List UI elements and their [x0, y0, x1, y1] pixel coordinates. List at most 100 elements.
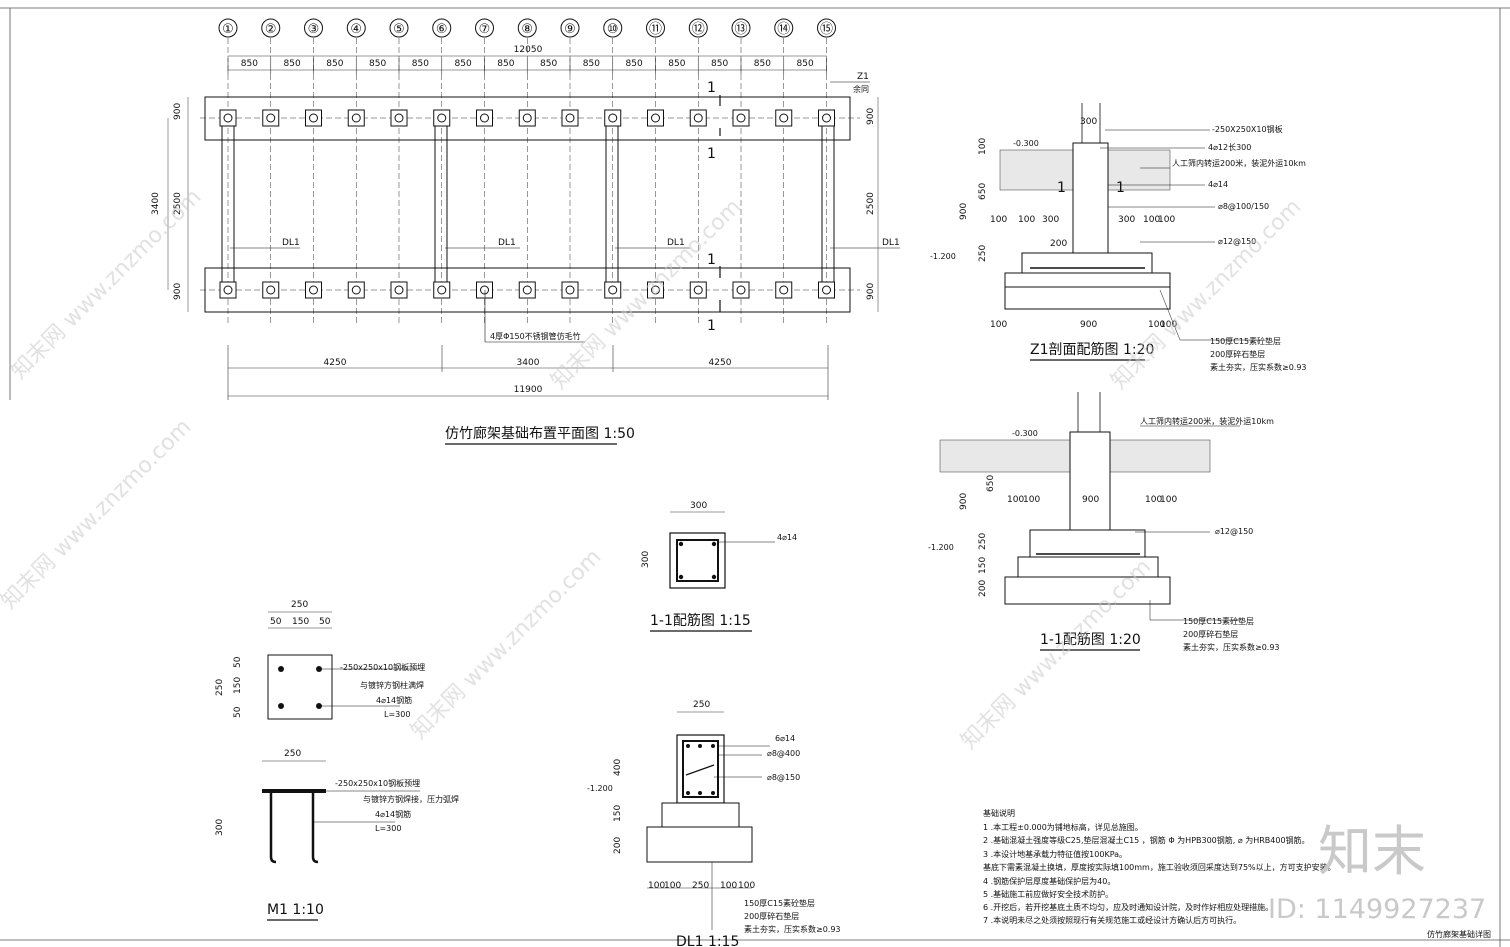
bay-dim-12: 850 — [711, 59, 728, 69]
axis-bubble-7: ⑦ — [475, 18, 494, 38]
m1-elev-note-1: -250x250x10钢板预埋 — [335, 778, 420, 788]
z1-stirrup-note: ⌀8@100/150 — [1218, 202, 1269, 211]
column-15-south — [818, 281, 835, 299]
z1-pad-dim: 200 — [1050, 239, 1067, 249]
column-7-south — [476, 281, 493, 299]
bottom-dim-1: 4250 — [324, 358, 347, 368]
axis-bubble-14: ⑭ — [774, 18, 794, 38]
dl1-base — [646, 826, 753, 863]
column-4-south — [347, 281, 365, 299]
svg-text:⑫: ⑫ — [692, 22, 705, 37]
column-2-south — [262, 281, 280, 299]
s11s-title: 1-1配筋图 1:15 — [650, 612, 751, 629]
dl1-stirrup-1: ⌀8@400 — [767, 749, 800, 758]
column-7-north — [476, 109, 493, 127]
right-dim-1: 900 — [866, 108, 876, 125]
column-14-south — [775, 281, 793, 299]
s11-soil-note: 人工筛内转运200米，装泥外运10km — [1140, 416, 1274, 426]
section-1-1-large: -0.300 人工筛内转运200米，装泥外运10km 650 900 250 1… — [928, 392, 1280, 652]
m1-elev-note-4: L=300 — [375, 824, 401, 833]
watermark-5: 知末网 www.znzmo.com — [407, 544, 607, 744]
s11-left-dim-5: 200 — [978, 580, 988, 597]
bay-dim-2: 850 — [284, 59, 301, 69]
m1-plan-col-3: 50 — [233, 706, 243, 718]
dl1-detail: 250 6⌀14 ⌀8@400 ⌀8@150 -1.200 400 150 20… — [587, 700, 841, 947]
column-14-north — [775, 109, 793, 127]
bottom-dim-2: 3400 — [517, 358, 540, 368]
z1-bottom-dim-3: 100 — [1148, 320, 1165, 330]
s11-left-dim-4: 150 — [978, 557, 988, 574]
z1-row-dim-3: 300 — [1042, 215, 1059, 225]
s11s-width: 300 — [690, 501, 707, 511]
z1-section-mark-r: 1 — [1116, 180, 1125, 196]
north-strip — [204, 96, 851, 141]
svg-text:⑥: ⑥ — [436, 22, 448, 37]
z1-plate-note: -250X250X10钢板 — [1212, 124, 1283, 134]
s11-left-dim-1: 650 — [986, 475, 996, 492]
axis-bubble-9: ⑨ — [560, 18, 580, 38]
dl1-layer-2: 200厚碎石垫层 — [744, 911, 799, 921]
dl1-label-2: DL1 — [498, 238, 516, 248]
z1-layer-2: 200厚碎石垫层 — [1210, 349, 1265, 359]
axis-bubble-10: ⑩ — [603, 18, 623, 38]
axis-bubble-12: ⑫ — [688, 18, 708, 38]
m1-elev-note-2: 与镀锌方钢焊接，压力弧焊 — [363, 794, 459, 804]
z1-title: Z1剖面配筋图 1:20 — [1030, 341, 1154, 358]
design-notes: 基础说明 1 .本工程±0.000为铺地标高，详见总施图。 2 .基础混凝土强度… — [983, 808, 1336, 925]
note-3b: 基底下需素混凝土换填，厚度按实际填100mm，施工验收须回采度达到75%以上，方… — [983, 862, 1336, 872]
dl1-level: -1.200 — [587, 784, 613, 793]
dl1-bars — [686, 744, 715, 795]
z1-note: 余同 — [853, 84, 869, 94]
m1-elev-note-3: 4⌀14钢筋 — [375, 809, 411, 819]
bay-dim-6: 850 — [455, 59, 472, 69]
dl1-title: DL1 1:15 — [676, 934, 739, 947]
m1-elev-height: 300 — [215, 819, 225, 836]
z1-row-dim-5: 100 — [1143, 215, 1160, 225]
s11-row-dim-3: 900 — [1082, 495, 1099, 505]
svg-text:②: ② — [265, 22, 277, 37]
pipe-note: 4厚Φ150不锈钢管仿毛竹 — [490, 331, 581, 341]
dl1-label-3: DL1 — [667, 238, 685, 248]
bay-dim-7: 850 — [497, 59, 514, 69]
m1-plate-plan — [267, 654, 333, 720]
section-mark-1c: 1 — [707, 252, 716, 268]
dl1-stirrup — [682, 740, 719, 798]
svg-text:①: ① — [222, 22, 234, 37]
svg-text:⑦: ⑦ — [479, 22, 491, 37]
s11-layer-2: 200厚碎石垫层 — [1183, 629, 1238, 639]
z1-column — [1072, 142, 1109, 254]
z1-soil-note: 人工筛内转运200米，装泥外运10km — [1172, 158, 1306, 168]
axis-bubble-13: ⑬ — [731, 18, 751, 38]
s11-row-dim-2: 100 — [1023, 495, 1040, 505]
sheet-title: 仿竹廊架基础详图 — [1427, 929, 1491, 939]
south-strip — [204, 267, 851, 313]
column-9-south — [561, 281, 579, 299]
svg-text:⑬: ⑬ — [734, 22, 747, 37]
bay-dim-14: 850 — [797, 59, 814, 69]
right-dim-3: 900 — [866, 283, 876, 300]
z1-gravel — [1004, 286, 1171, 310]
column-9-north — [561, 109, 579, 127]
dl1-left-dim-1: 400 — [613, 759, 623, 776]
s11-row-dim-1: 100 — [1007, 495, 1024, 505]
s11-gravel — [1004, 576, 1171, 605]
z1-footing — [1021, 252, 1153, 274]
bottom-total: 11900 — [514, 385, 543, 395]
z1-bars-note: 4⌀14 — [1208, 180, 1228, 189]
m1-plan-col-2: 150 — [233, 677, 243, 694]
svg-text:⑧: ⑧ — [521, 22, 533, 37]
bay-dim-3: 850 — [326, 59, 343, 69]
z1-row-dim-6: 100 — [1158, 215, 1175, 225]
bay-dim-9: 850 — [583, 59, 600, 69]
bottom-dim-3: 4250 — [709, 358, 732, 368]
m1-note-1: -250x250x10钢板预埋 — [340, 662, 425, 672]
column-1-south — [219, 281, 237, 299]
note-1: 1 .本工程±0.000为铺地标高，详见总施图。 — [983, 822, 1143, 832]
bottom-dim-lines — [227, 345, 829, 400]
column-13-north — [732, 109, 750, 127]
s11-left-dim-3: 250 — [978, 533, 988, 550]
z1-bottom-dim-2: 900 — [1080, 320, 1097, 330]
brand-watermark: 知末 — [1318, 820, 1426, 883]
note-6: 6 .开挖后，若开挖基底土质不均匀，应及时通知设计院，及时作好相应处理措施。 — [983, 902, 1273, 912]
